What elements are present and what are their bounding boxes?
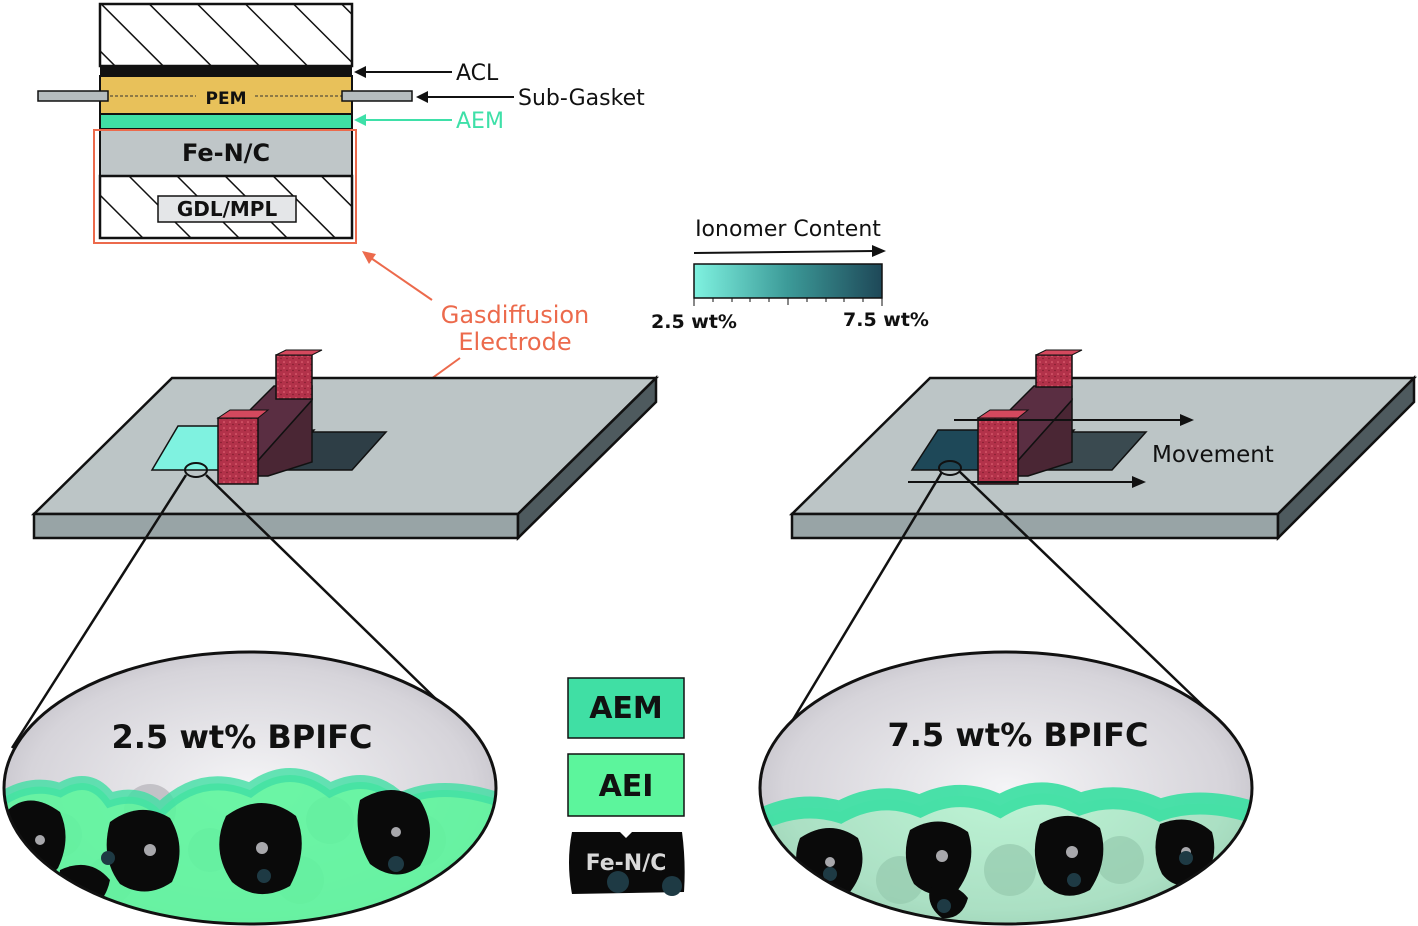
legend-aei-swatch	[567, 753, 685, 817]
aem-layer	[99, 113, 353, 130]
movement-label: Movement	[1152, 442, 1274, 468]
legend-aei-label: AEI	[599, 769, 654, 804]
legend-fenc-swatch	[569, 832, 685, 894]
fenc-layer-label: Fe-N/C	[182, 139, 270, 167]
right-zoom-title: 7.5 wt% BPIFC	[888, 716, 1149, 754]
colorbar-min-label: 2.5 wt%	[651, 311, 737, 333]
coater-left	[30, 349, 660, 541]
legend-fenc-label: Fe-N/C	[586, 851, 667, 876]
legend-aem-swatch	[567, 677, 685, 739]
colorbar-gradient	[693, 263, 883, 299]
legend-aem-label: AEM	[589, 691, 663, 726]
ionomer-colorbar: Ionomer Content 2.5 wt% 7.5 wt%	[651, 217, 929, 333]
anode-gdl-layer	[98, 2, 354, 68]
roller-front-right	[977, 417, 1019, 485]
gdl-label-box	[157, 195, 297, 223]
left-zoom-title: 2.5 wt% BPIFC	[112, 718, 373, 756]
roller-back-left	[275, 354, 313, 400]
coater-right: Movement	[788, 349, 1418, 542]
zoom-lens-right: 7.5 wt% BPIFC	[758, 650, 1254, 926]
acl-layer	[100, 66, 352, 76]
aem-callout: AEM	[456, 109, 504, 134]
gde-highlight-box	[93, 129, 357, 244]
gde-callout-line1: Gasdiffusion	[441, 301, 590, 329]
subgasket-right	[341, 90, 413, 102]
roller-front-left	[217, 417, 259, 485]
pem-label: PEM	[206, 89, 247, 109]
colorbar-max-label: 7.5 wt%	[843, 309, 929, 331]
acl-callout: ACL	[456, 61, 499, 86]
subgasket-callout: Sub-Gasket	[518, 86, 645, 111]
gde-callout-line2: Electrode	[458, 328, 571, 356]
colorbar-title: Ionomer Content	[695, 217, 881, 242]
roller-back-right	[1035, 354, 1073, 388]
subgasket-left	[37, 90, 109, 102]
mea-stack: PEM Fe-N/C GDL/MPL	[37, 2, 413, 244]
zoom-lens-left: 2.5 wt% BPIFC	[2, 650, 498, 926]
gdl-label: GDL/MPL	[177, 197, 278, 221]
material-legend: AEM AEI Fe-N/C	[567, 677, 685, 896]
